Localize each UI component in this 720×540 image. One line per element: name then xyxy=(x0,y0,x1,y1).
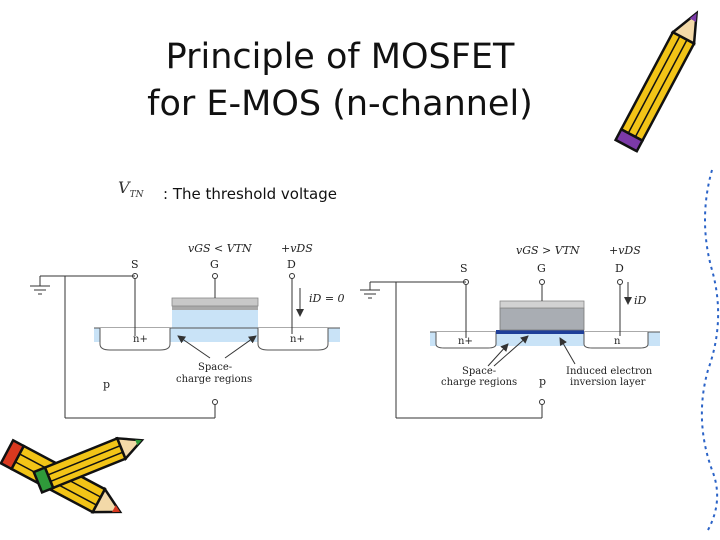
pencils-icon xyxy=(0,436,145,514)
left-space-charge-arrow-1 xyxy=(177,335,211,359)
right-n-plus-source-well xyxy=(435,332,497,349)
left-gate-metal xyxy=(171,297,259,307)
right-vds-label: +vDS xyxy=(609,244,641,257)
pencil-icon xyxy=(613,10,699,153)
right-body-terminal xyxy=(539,399,545,405)
left-source-label: S xyxy=(131,258,139,271)
right-id-label: iD xyxy=(634,294,647,307)
right-substrate-label: p xyxy=(539,375,546,388)
left-vds-label: +vDS xyxy=(281,242,313,255)
threshold-voltage-symbol: VTN xyxy=(118,178,144,201)
left-gate-terminal xyxy=(212,273,218,279)
left-space-charge-arrow-2 xyxy=(224,335,257,359)
right-vgs-label: vGS > VTN xyxy=(516,244,580,257)
threshold-voltage-description: : The threshold voltage xyxy=(163,185,337,203)
left-gate-label: G xyxy=(210,258,219,271)
right-inversion-arrow xyxy=(559,337,576,365)
left-vgs-label: vGS < VTN xyxy=(188,242,252,255)
title-line-2: for E-MOS (n-channel) xyxy=(147,84,533,124)
left-space-charge-label-2: charge regions xyxy=(176,374,252,385)
right-drain-terminal xyxy=(617,279,623,285)
right-mosfet-diagram: vGS > VTN +vDS S G D iD n+ n Space- char… xyxy=(360,244,660,419)
right-gate-metal xyxy=(499,300,585,309)
right-inversion-channel xyxy=(496,330,584,334)
left-id-label: iD = 0 xyxy=(309,292,345,305)
right-source-label: S xyxy=(460,262,468,275)
right-gate-terminal xyxy=(539,279,545,285)
right-n-drain-well xyxy=(583,332,649,349)
left-substrate-label: p xyxy=(103,378,110,391)
right-inversion-label-1: Induced electron xyxy=(566,366,653,377)
decorative-border-line xyxy=(700,169,720,531)
right-space-charge-label-1: Space- xyxy=(462,366,496,377)
left-n-plus-source-well xyxy=(99,328,171,351)
left-drain-terminal xyxy=(289,273,295,279)
left-gate-oxide xyxy=(172,306,258,310)
left-drain-label: D xyxy=(287,258,296,271)
right-gate-label: G xyxy=(537,262,546,275)
left-mosfet-diagram: vGS < VTN +vDS S G D iD = 0 n+ n+ Space-… xyxy=(30,242,345,419)
right-drain-label: D xyxy=(615,262,624,275)
right-space-charge-label-2: charge regions xyxy=(441,377,517,388)
right-space-charge-arrow-1 xyxy=(487,343,509,367)
right-gate-oxide xyxy=(499,307,585,331)
left-space-charge-label-1: Space- xyxy=(198,362,232,373)
right-space-charge-arrow-2 xyxy=(493,335,529,367)
left-body-terminal xyxy=(212,399,218,405)
left-n-plus-source-label: n+ xyxy=(133,334,148,345)
slide-title: Principle of MOSFET for E-MOS (n-channel… xyxy=(0,34,680,128)
title-line-1: Principle of MOSFET xyxy=(165,37,515,77)
left-n-plus-drain-well xyxy=(257,328,329,351)
right-n-plus-source-label: n+ xyxy=(458,336,473,347)
left-n-plus-drain-label: n+ xyxy=(290,334,305,345)
right-n-drain-label: n xyxy=(614,336,621,347)
right-inversion-label-2: inversion layer xyxy=(570,377,646,388)
